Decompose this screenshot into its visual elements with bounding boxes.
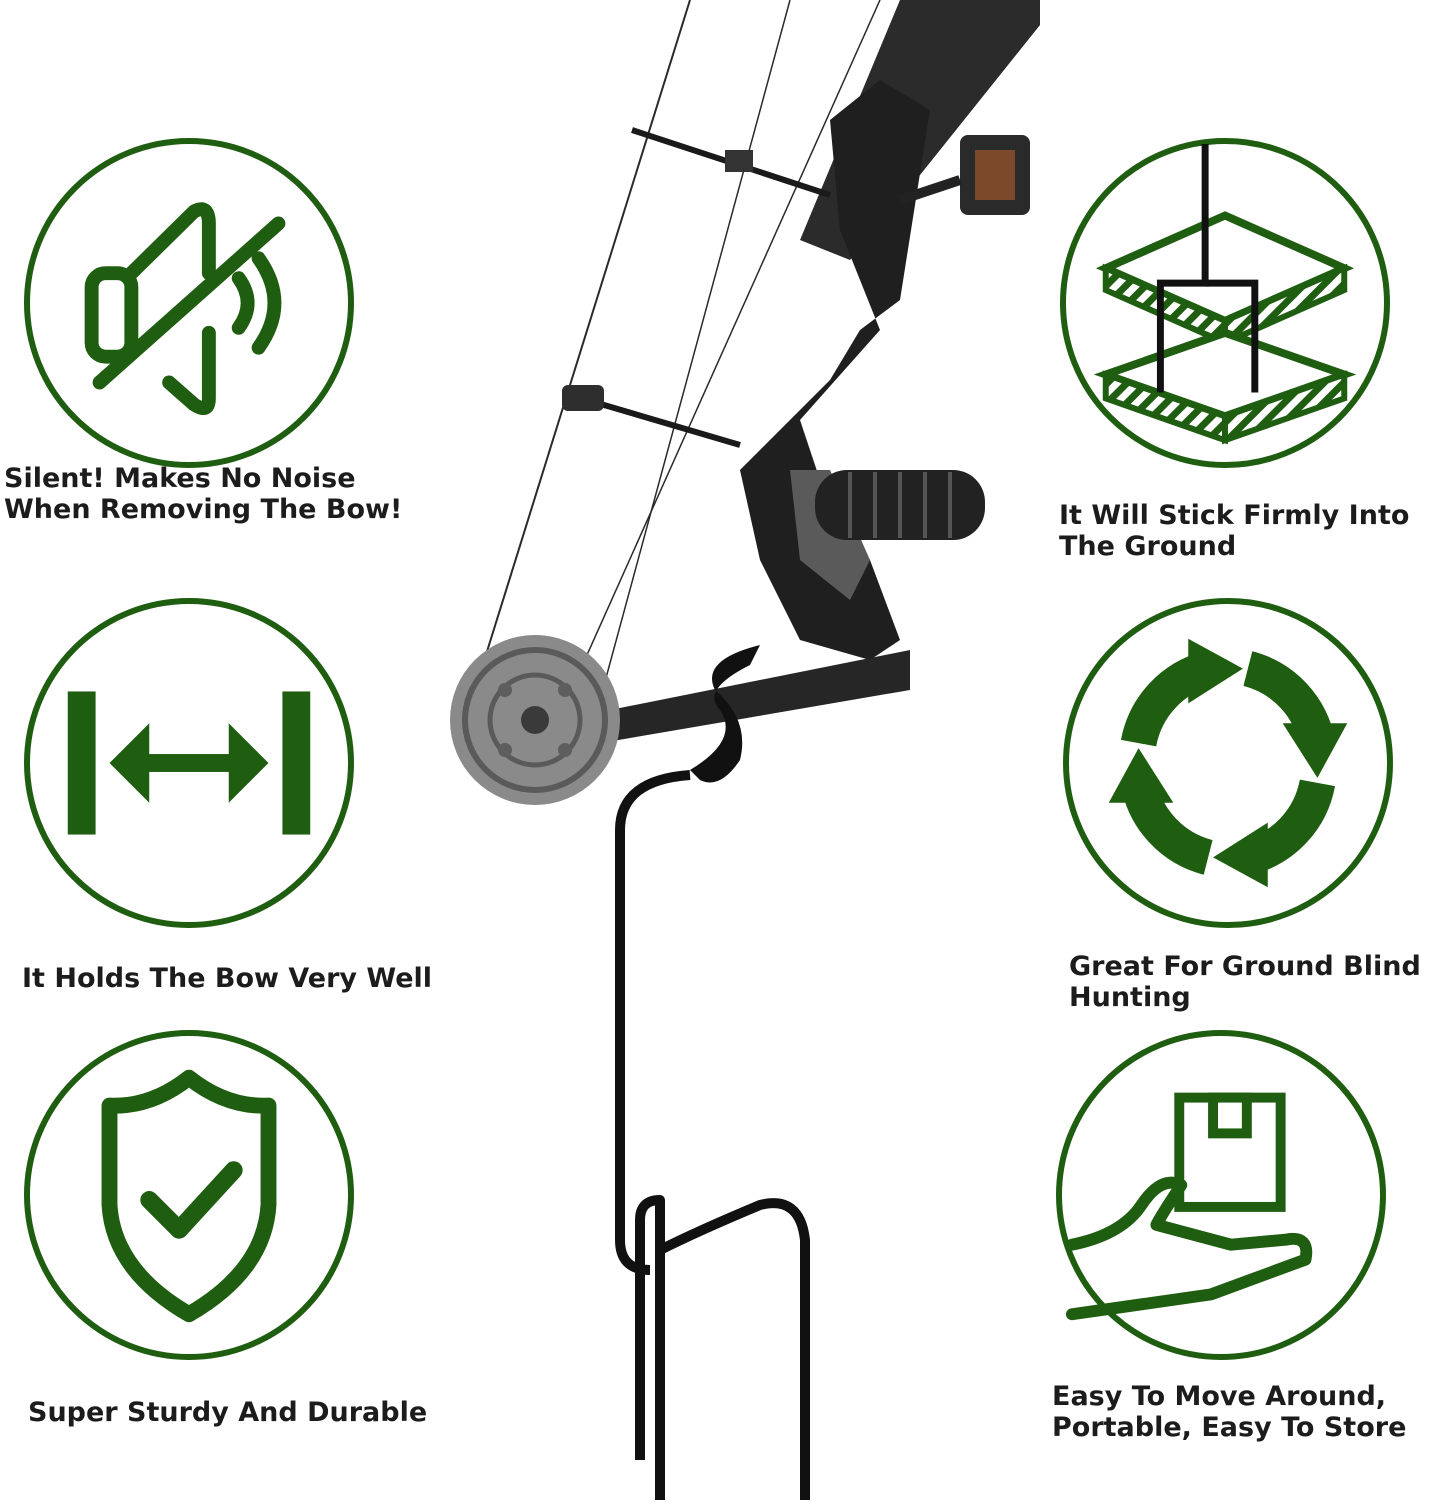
caption-line: When Removing The Bow!	[4, 494, 403, 525]
caption-line: Silent! Makes No Noise	[4, 463, 356, 494]
feature-caption-sturdy: Super Sturdy And Durable	[28, 1397, 427, 1428]
feature-caption-silent: Silent! Makes No Noise When Removing The…	[4, 463, 402, 525]
feature-caption-stick: It Will Stick Firmly Into The Ground	[1059, 500, 1409, 562]
width-arrows-icon	[67, 691, 311, 835]
feature-badge-blind	[1063, 598, 1393, 928]
feature-badge-sturdy	[24, 1030, 354, 1360]
caption-line: Portable, Easy To Store	[1052, 1412, 1407, 1443]
muted-speaker-icon	[84, 202, 286, 416]
compound-bow-on-ground-stake-icon	[450, 0, 1060, 1500]
stake-in-ground-icon	[1093, 144, 1357, 445]
feature-caption-holds: It Holds The Bow Very Well	[22, 963, 432, 994]
feature-badge-holds	[24, 598, 354, 928]
feature-badge-portable	[1056, 1030, 1386, 1360]
feature-caption-blind: Great For Ground Blind Hunting	[1069, 951, 1421, 1013]
caption-line: It Will Stick Firmly Into	[1059, 500, 1410, 531]
caption-line: It Holds The Bow Very Well	[22, 963, 433, 994]
caption-line: The Ground	[1059, 531, 1237, 562]
caption-line: Great For Ground Blind	[1069, 951, 1421, 982]
caption-line: Super Sturdy And Durable	[28, 1397, 428, 1428]
feature-badge-stick	[1060, 138, 1390, 468]
caption-line: Easy To Move Around,	[1052, 1381, 1387, 1412]
product-illustration	[440, 0, 1060, 1500]
recycle-arrows-icon	[1108, 638, 1348, 888]
hand-holding-box-icon	[1065, 1092, 1313, 1321]
caption-line: Hunting	[1069, 982, 1191, 1013]
shield-check-icon	[101, 1069, 277, 1323]
feature-badge-silent	[24, 138, 354, 468]
feature-caption-portable: Easy To Move Around, Portable, Easy To S…	[1052, 1381, 1406, 1443]
